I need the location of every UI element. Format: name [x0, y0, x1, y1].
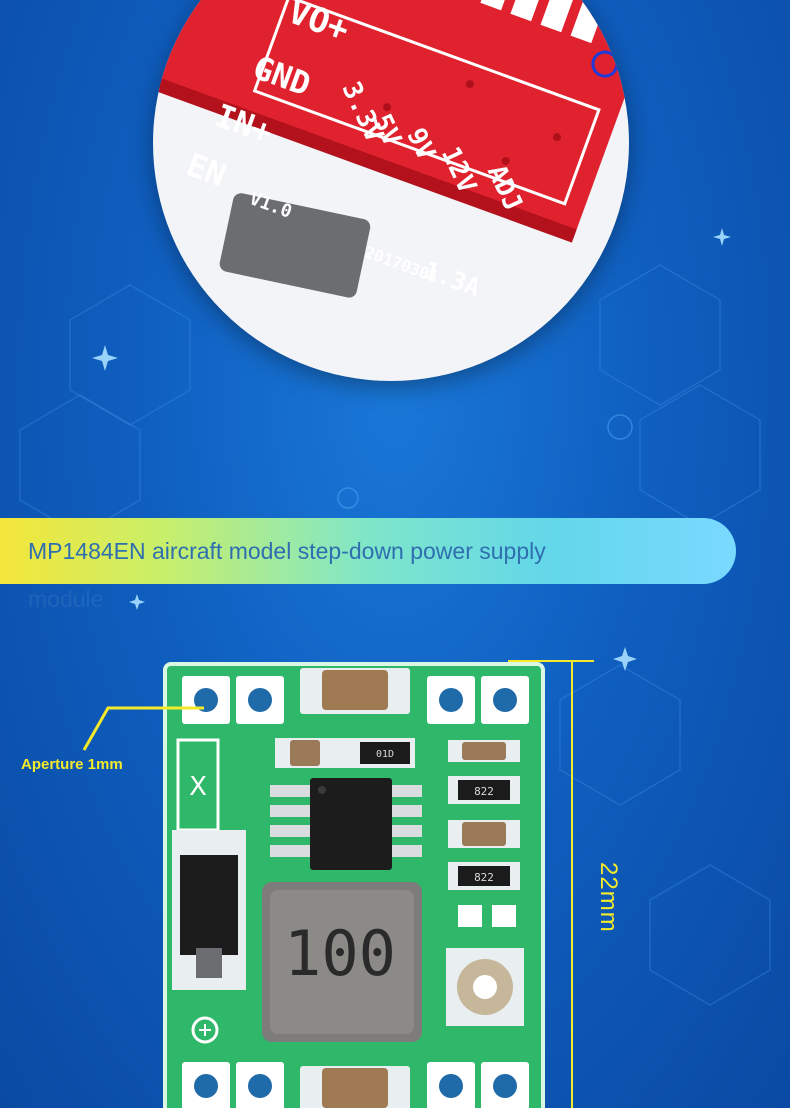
aperture-pointer-line — [82, 706, 204, 751]
diode — [180, 855, 238, 955]
dimension-label: 22mm — [595, 862, 622, 933]
silkscreen-cross: X — [189, 772, 207, 802]
banner-title: MP1484EN aircraft model step-down power … — [28, 538, 546, 564]
resistor-marking-top: 01D — [376, 749, 394, 760]
red-board-closeup — [153, 0, 629, 298]
title-banner — [0, 518, 736, 584]
inductor-marking: 100 — [284, 917, 396, 990]
resistor-marking-2: 822 — [474, 871, 494, 884]
zoom-detail-circle: VO+ GND IN+ EN 3.3V 5V 9V 12V ADJ V1.0 1… — [153, 0, 629, 381]
aperture-label: Aperture 1mm — [21, 756, 123, 773]
resistor-marking-1: 822 — [474, 785, 494, 798]
mp1484-chip — [310, 778, 392, 870]
banner-title-continuation: module — [28, 586, 104, 612]
